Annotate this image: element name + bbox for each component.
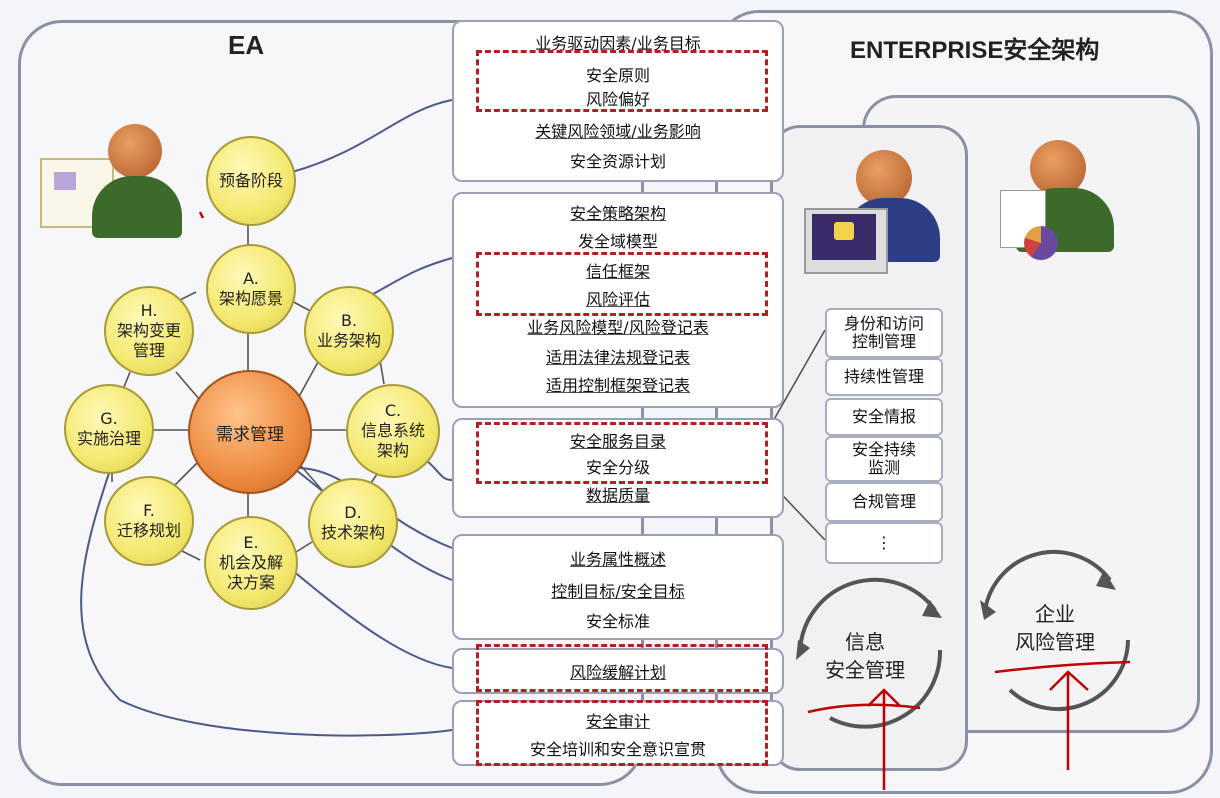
ea-title: EA <box>228 30 265 60</box>
rlist-identity-label: 身份和访问控制管理 <box>844 314 925 351</box>
box-strategy: 安全策略架构 发全域模型 信任框架 风险评估 业务风险模型/风险登记表 适用法律… <box>452 192 784 408</box>
box4-line2: 控制目标/安全目标 <box>551 582 685 601</box>
box3-line2: 安全分级 <box>585 458 650 477</box>
box-attributes: 业务属性概述 控制目标/安全目标 安全标准 <box>452 534 784 640</box>
box4-line3: 安全标准 <box>585 612 650 631</box>
box-services: 安全服务目录 安全分级 数据质量 <box>452 418 784 518</box>
rlist-monitoring: 安全持续监测 <box>825 436 943 482</box>
box3-line1: 安全服务目录 <box>569 432 666 451</box>
rlist-continuity-label: 持续性管理 <box>843 367 924 386</box>
box5-line1: 风险缓解计划 <box>569 663 666 682</box>
highlight-audit <box>476 700 768 766</box>
node-g-letter: G. <box>100 409 118 428</box>
box1-line2: 安全原则 <box>585 66 650 85</box>
highlight-principles <box>476 50 768 112</box>
rlist-monitoring-label: 安全持续监测 <box>852 440 917 477</box>
node-e-label-2: 决方案 <box>226 573 275 592</box>
box3-line3: 数据质量 <box>585 486 650 505</box>
box6-line1: 安全审计 <box>585 712 650 731</box>
rlist-intel-label: 安全情报 <box>851 407 916 426</box>
node-a: A.架构愿景 <box>206 244 296 334</box>
box1-line3: 风险偏好 <box>585 90 650 109</box>
node-center: 需求管理 <box>188 370 312 494</box>
node-center-label: 需求管理 <box>216 424 284 445</box>
box2-line6: 适用法律法规登记表 <box>545 348 690 367</box>
box2-line3: 信任框架 <box>585 262 650 281</box>
cycle-infosec-line2: 安全管理 <box>825 658 905 682</box>
node-a-label: 架构愿景 <box>218 289 283 308</box>
node-h-letter: H. <box>140 301 158 320</box>
box-mitigation: 风险缓解计划 <box>452 648 784 694</box>
node-b: B.业务架构 <box>304 286 394 376</box>
person-report-icon <box>1000 140 1130 260</box>
node-c-label-1: 信息系统 <box>360 421 425 440</box>
node-prelim-label: 预备阶段 <box>218 171 283 190</box>
node-d: D.技术架构 <box>308 478 398 568</box>
box2-line1: 安全策略架构 <box>569 204 666 223</box>
node-e-label-1: 机会及解 <box>218 553 283 572</box>
box4-line1: 业务属性概述 <box>569 550 666 569</box>
cycle-erm-line2: 风险管理 <box>1015 630 1095 654</box>
rlist-identity: 身份和访问控制管理 <box>825 308 943 358</box>
highlight-trust <box>476 252 768 316</box>
node-c-letter: C. <box>384 401 402 420</box>
enterprise-title: ENTERPRISE安全架构 <box>850 37 1100 64</box>
highlight-services <box>476 422 768 484</box>
cycle-erm: 企业 风险管理 <box>990 600 1120 656</box>
node-e-letter: E. <box>243 533 259 552</box>
box2-line4: 风险评估 <box>585 290 650 309</box>
pie-chart-icon <box>1024 226 1058 260</box>
person-computer-icon <box>800 150 950 280</box>
node-g-label: 实施治理 <box>76 429 141 448</box>
node-a-letter: A. <box>243 269 259 288</box>
rlist-more: ⋮ <box>825 522 943 564</box>
node-h: H.架构变更管理 <box>104 286 194 376</box>
node-f-letter: F. <box>143 501 155 520</box>
rlist-more-label: ⋮ <box>876 533 892 552</box>
cycle-erm-line1: 企业 <box>1035 602 1075 626</box>
node-b-label: 业务架构 <box>316 331 381 350</box>
node-f-label: 迁移规划 <box>116 521 181 540</box>
box6-line2: 安全培训和安全意识宣贯 <box>529 740 706 759</box>
box2-line2: 发全域模型 <box>577 232 658 251</box>
cycle-infosec-line1: 信息 <box>845 630 885 654</box>
rlist-compliance-label: 合规管理 <box>851 492 916 511</box>
highlight-mitigation <box>476 644 768 692</box>
node-prelim: 预备阶段 <box>206 136 296 226</box>
node-d-letter: D. <box>344 503 362 522</box>
node-g: G.实施治理 <box>64 384 154 474</box>
rlist-continuity: 持续性管理 <box>825 358 943 396</box>
box1-line5: 安全资源计划 <box>569 152 666 171</box>
node-e: E.机会及解决方案 <box>204 516 298 610</box>
cycle-infosec: 信息 安全管理 <box>800 628 930 684</box>
rlist-intel: 安全情报 <box>825 398 943 436</box>
rlist-compliance: 合规管理 <box>825 482 943 522</box>
lock-icon <box>834 222 854 240</box>
box-drivers: 业务驱动因素/业务目标 安全原则 风险偏好 关键风险领域/业务影响 安全资源计划 <box>452 20 784 182</box>
node-b-letter: B. <box>340 311 358 330</box>
node-c: C.信息系统架构 <box>346 384 440 478</box>
box1-line4: 关键风险领域/业务影响 <box>535 122 701 141</box>
box2-line7: 适用控制框架登记表 <box>545 376 690 395</box>
node-h-label-1: 架构变更 <box>116 321 181 340</box>
node-c-label-2: 架构 <box>376 441 409 460</box>
person-presenter-icon <box>40 120 200 240</box>
node-d-label: 技术架构 <box>320 523 385 542</box>
box2-line5: 业务风险模型/风险登记表 <box>527 318 709 337</box>
box1-line1: 业务驱动因素/业务目标 <box>535 34 701 53</box>
node-f: F.迁移规划 <box>104 476 194 566</box>
node-h-label-2: 管理 <box>132 341 165 360</box>
